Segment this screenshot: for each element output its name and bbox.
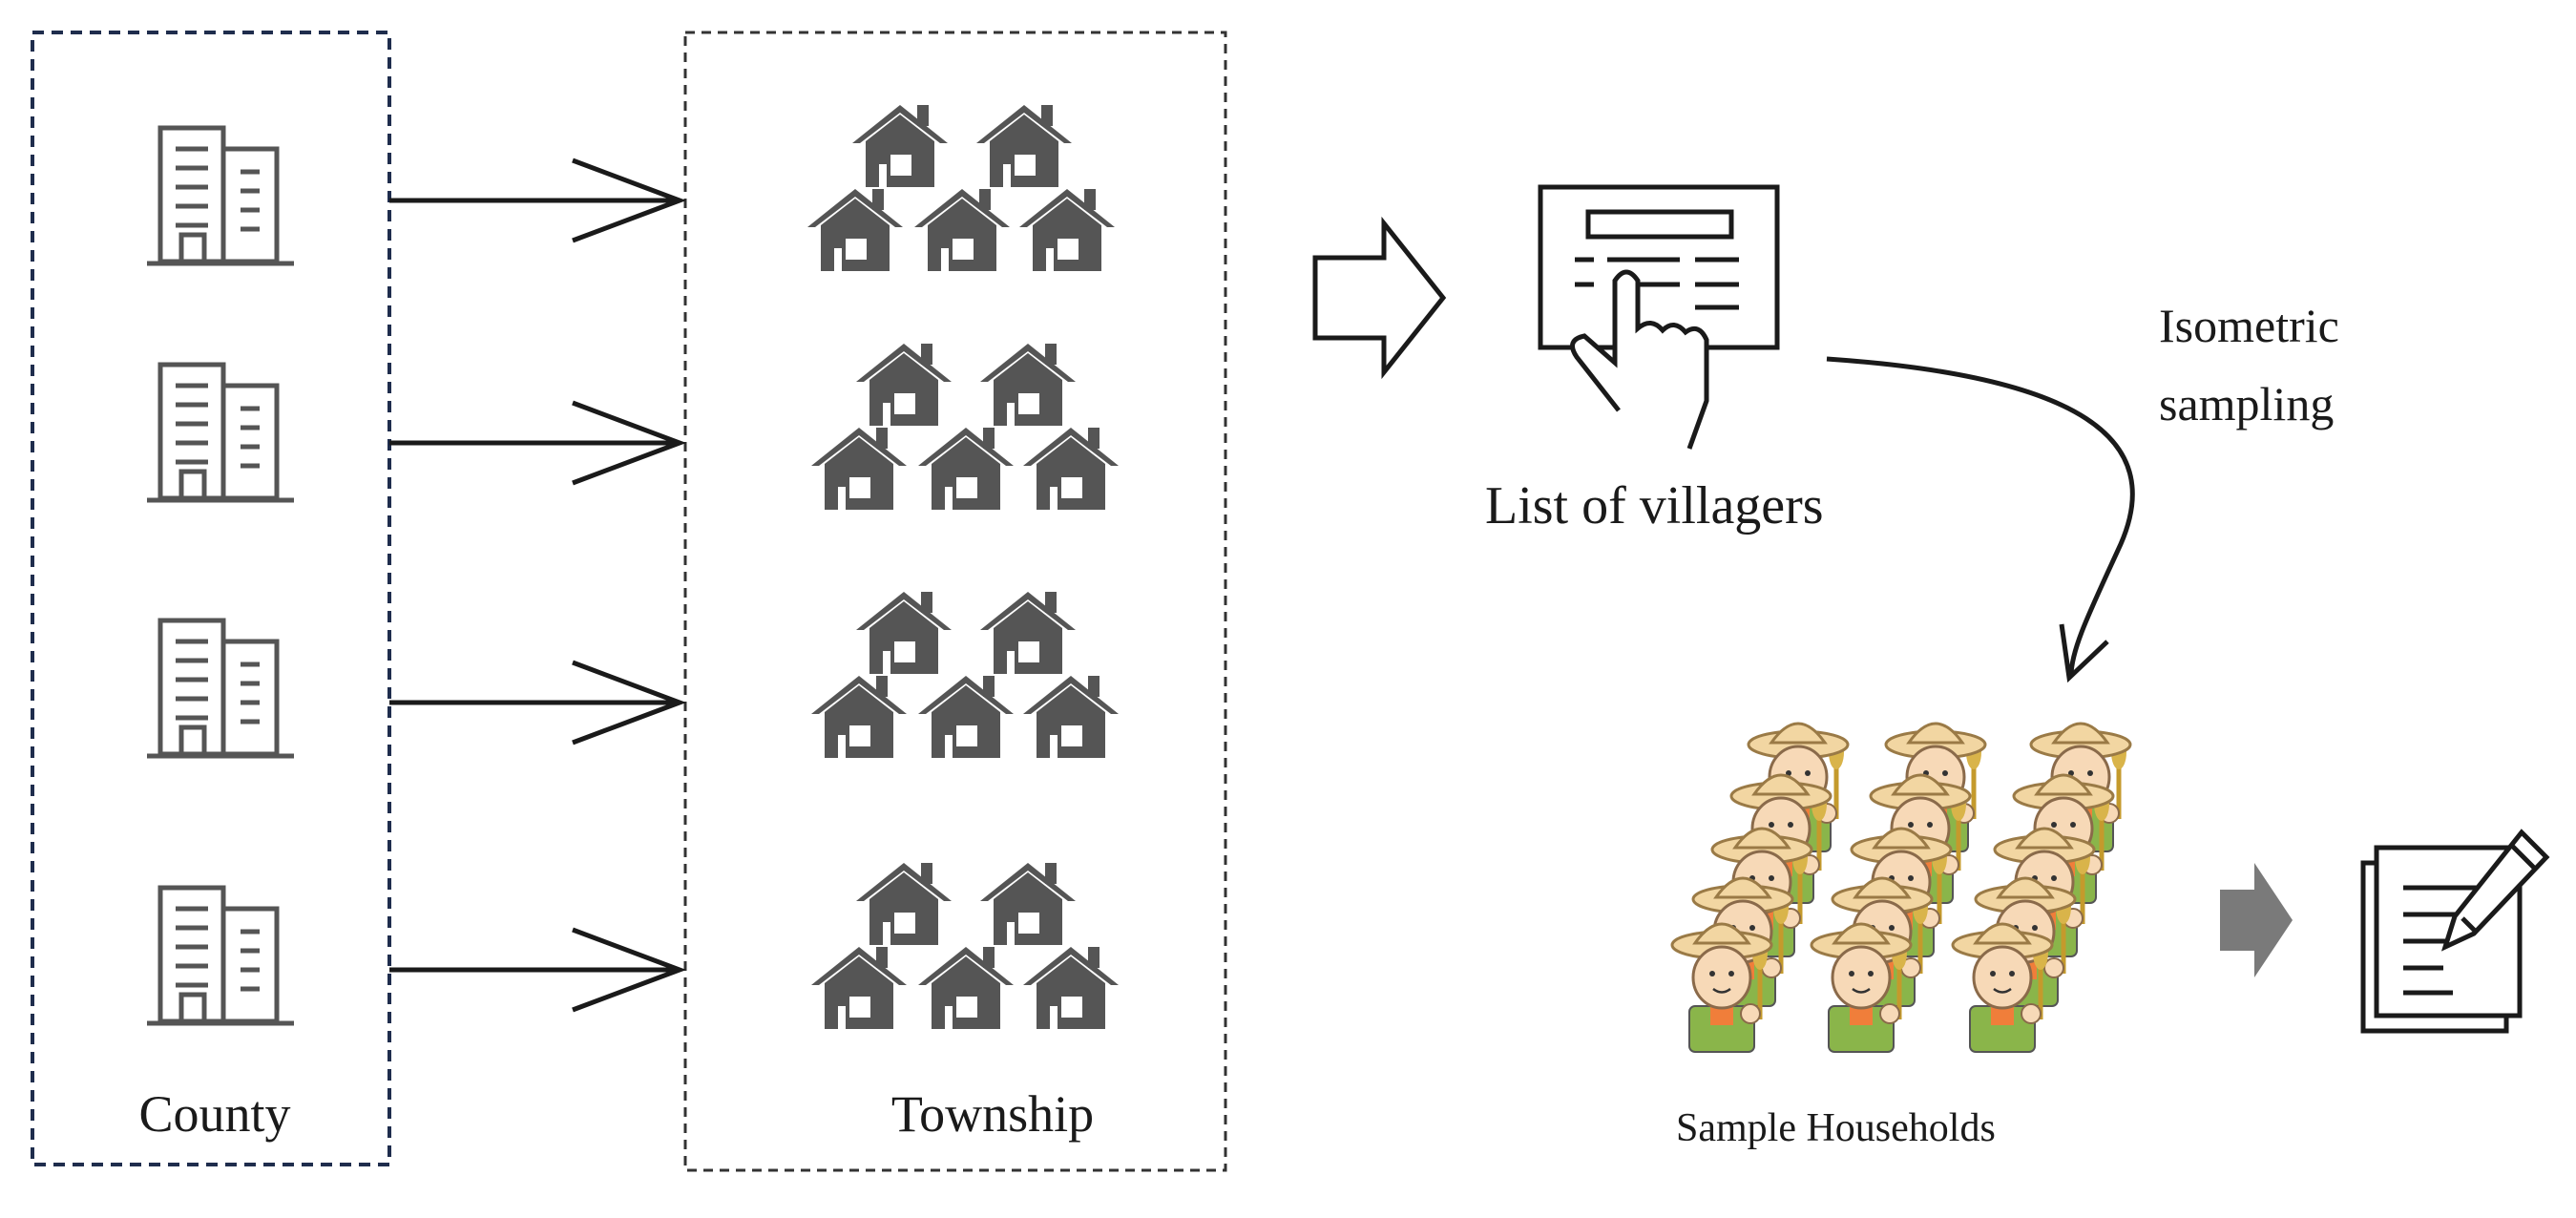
sample-households-farmers [1672, 724, 2130, 1052]
township-houses-icon [811, 592, 1119, 758]
sample-households-label: Sample Households [1676, 1106, 1996, 1150]
county-building-icon [147, 620, 294, 756]
township-houses-icon [807, 105, 1115, 271]
villagers-list-label: List of villagers [1485, 476, 1824, 536]
township-frame [683, 31, 1227, 1172]
county-building-icon [147, 888, 294, 1023]
sampling-arrowhead [2059, 623, 2109, 683]
county-to-township-arrow [389, 927, 687, 1013]
township-houses-icon [811, 863, 1119, 1029]
sampling-label-line1: Isometric [2159, 299, 2339, 352]
touch-list-icon [1538, 184, 1780, 450]
outline-block-arrow [1312, 216, 1447, 380]
county-building-icon [147, 128, 294, 263]
sampling-curve-arrow [1826, 356, 2135, 677]
gray-block-arrow [2220, 863, 2293, 977]
county-to-township-arrow [389, 400, 687, 486]
questionnaire-document-icon [2360, 829, 2550, 1034]
county-building-icon [147, 365, 294, 500]
county-to-township-arrow [389, 158, 687, 243]
county-to-township-arrow [389, 660, 687, 746]
isometric-sampling-label: Isometric sampling [2159, 286, 2339, 443]
sampling-label-line2: sampling [2159, 377, 2335, 430]
county-frame [31, 31, 391, 1166]
township-houses-icon [811, 344, 1119, 510]
